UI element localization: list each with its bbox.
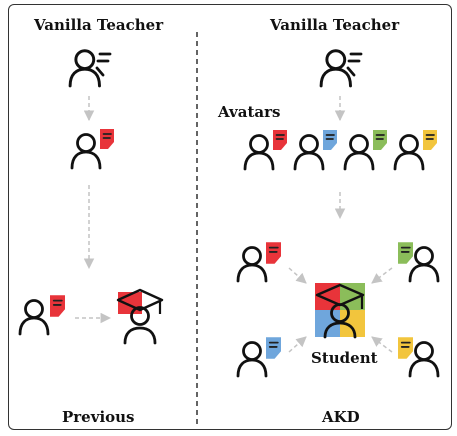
left-title: Vanilla Teacher [34,16,164,34]
student-label: Student [311,349,378,367]
arrow-red-to-student [288,267,307,284]
corner-avatar-red [236,242,281,283]
corner-avatar-blue [236,337,281,378]
combined-student-icon [315,283,365,339]
avatar-red [243,130,287,171]
left-student-icon [116,288,164,345]
diagram-frame [8,4,452,430]
right-teacher-icon [319,49,363,88]
arrow-green-to-student [371,267,393,284]
avatars-label: Avatars [218,103,281,121]
left-avatar-red [70,129,114,170]
left-caption: Previous [62,408,135,426]
avatar-yellow [393,130,437,171]
corner-avatar-yellow [398,337,440,378]
avatar-green [343,130,387,171]
right-title: Vanilla Teacher [270,16,400,34]
left-teacher-icon [68,49,112,88]
avatar-blue [293,130,337,171]
corner-avatar-green [398,242,440,283]
left-bottom-avatar-red [18,295,65,336]
arrow-blue-to-student [288,336,307,353]
right-caption: AKD [322,408,360,426]
arrow-yellow-to-student [371,336,393,353]
